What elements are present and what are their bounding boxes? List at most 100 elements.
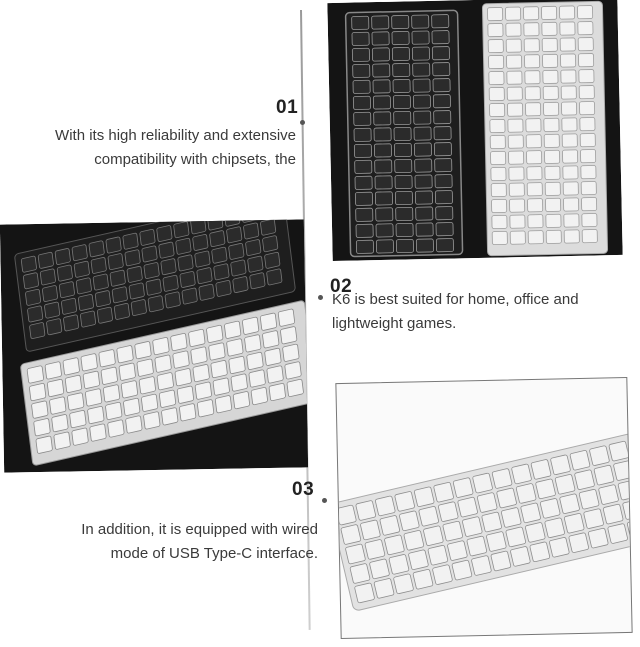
keycap: [509, 230, 526, 245]
keycap: [527, 198, 544, 213]
keycap: [559, 21, 576, 36]
keycap: [29, 383, 47, 402]
keycap: [63, 314, 80, 332]
keycap: [544, 165, 561, 180]
keycap: [388, 554, 410, 575]
keycap: [268, 383, 286, 402]
keycap: [181, 287, 198, 305]
keycap: [244, 334, 262, 353]
keycap: [176, 385, 195, 404]
keycap: [523, 38, 540, 53]
keycap: [26, 365, 44, 384]
keycap: [395, 222, 414, 238]
keycap: [130, 299, 147, 316]
keycap: [125, 415, 143, 434]
keyboards-angled-image: [0, 219, 309, 473]
keycap: [96, 306, 113, 324]
keycap: [128, 282, 145, 300]
keycap: [433, 126, 452, 141]
keycap: [173, 221, 190, 239]
keycap: [394, 158, 413, 174]
keycap: [442, 520, 464, 542]
keycap: [579, 117, 596, 132]
keycap: [58, 281, 75, 299]
keycap: [487, 7, 504, 22]
keycap: [491, 198, 508, 214]
keycap: [226, 226, 243, 244]
section-text-02-line1: K6 is best suited for home, office and: [332, 291, 579, 308]
keycap: [391, 31, 410, 46]
keycap: [403, 530, 425, 551]
keycap: [506, 86, 523, 101]
keycap: [373, 111, 392, 126]
keycap: [432, 564, 453, 585]
keycap: [250, 387, 268, 406]
keycap: [541, 5, 558, 20]
keycap: [224, 219, 241, 227]
keycap: [525, 118, 542, 133]
keycap: [364, 539, 386, 560]
keycap: [124, 249, 141, 267]
keycap: [490, 151, 507, 166]
keycap: [490, 183, 507, 198]
keycap: [141, 393, 159, 412]
keycap: [143, 411, 161, 430]
keycap: [432, 62, 451, 77]
keycap: [491, 468, 513, 489]
keycap: [549, 537, 570, 558]
keycap: [414, 158, 433, 173]
keycap: [44, 301, 61, 319]
keycap: [373, 143, 392, 158]
keycap: [394, 174, 413, 190]
keycap: [451, 559, 473, 581]
keycap: [505, 6, 522, 21]
keycap: [488, 71, 505, 86]
keycap: [379, 515, 401, 536]
keycap: [214, 395, 233, 414]
keycap: [588, 527, 609, 549]
keycap: [545, 229, 562, 244]
keycap: [266, 268, 283, 286]
keycap: [394, 190, 413, 206]
keycap: [371, 47, 390, 62]
keycap: [27, 305, 44, 323]
keycap: [488, 55, 505, 70]
keycap: [560, 53, 577, 68]
keycap: [215, 280, 232, 297]
keycap: [164, 291, 181, 309]
section-number-01: 01: [276, 97, 299, 118]
keycap: [559, 37, 576, 52]
keycap: [524, 86, 541, 101]
keycap: [247, 255, 264, 273]
keycap: [351, 47, 370, 62]
keycap: [161, 407, 179, 426]
section-text-02-line2: lightweight games.: [332, 315, 457, 332]
keycap: [206, 324, 224, 343]
keycap: [607, 523, 628, 544]
keycap: [136, 358, 154, 377]
keycap: [94, 290, 111, 308]
keycap: [580, 165, 597, 180]
keycap: [336, 504, 357, 526]
dark-keyboard-angled: [14, 219, 296, 352]
keycap: [523, 22, 540, 37]
keycap: [481, 511, 502, 533]
keycap: [373, 578, 395, 599]
keycap: [194, 381, 212, 400]
keycap: [246, 351, 264, 370]
keycap: [447, 540, 468, 561]
keycap: [545, 213, 562, 228]
keycap: [188, 328, 206, 347]
keycap: [563, 213, 580, 228]
keycap: [243, 222, 260, 240]
keycap: [262, 330, 280, 349]
keycap: [569, 450, 591, 471]
section-text-01: With its high reliability and extensive …: [20, 124, 296, 172]
keycap: [42, 285, 59, 302]
keycap: [507, 102, 524, 117]
keycap: [423, 525, 444, 546]
keycap: [49, 396, 67, 415]
keycap: [82, 370, 100, 389]
keycap: [54, 248, 71, 265]
keycap: [526, 182, 543, 197]
